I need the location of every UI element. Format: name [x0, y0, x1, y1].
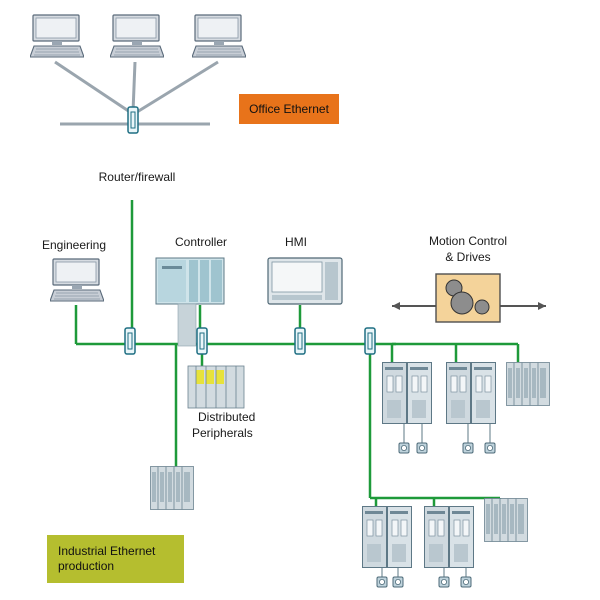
distributed-peripherals-icon[interactable] [187, 365, 245, 409]
hmi-panel-icon[interactable] [267, 257, 343, 305]
motor-1-icon[interactable] [398, 442, 410, 454]
router-firewall-icon[interactable] [127, 106, 139, 134]
office-pc-3-icon[interactable] [192, 14, 246, 58]
io-module-lower-icon[interactable] [150, 466, 194, 510]
controller-plc-icon[interactable] [155, 257, 225, 347]
io-module-right-upper-icon[interactable] [506, 362, 550, 406]
office-ethernet-tag: Office Ethernet [239, 94, 339, 124]
motion-control-icon[interactable] [392, 273, 546, 323]
hmi-label: HMI [285, 235, 307, 249]
industrial-ethernet-label-line-1: Industrial Ethernet [58, 544, 156, 558]
router-firewall-label: Router/firewall [99, 170, 176, 184]
motion-control-label-line-2: & Drives [445, 250, 490, 264]
motor-3-icon[interactable] [462, 442, 474, 454]
servo-drive-2-icon[interactable] [446, 362, 496, 424]
io-module-right-lower-icon[interactable] [484, 498, 528, 542]
industrial-ethernet-label-line-2: production [58, 559, 115, 573]
servo-drive-3-icon[interactable] [362, 506, 412, 568]
industrial-ethernet-tag: Industrial Ethernet production [47, 535, 184, 583]
motion-control-label-line-1: Motion Control [429, 234, 507, 248]
engineering-label: Engineering [42, 238, 106, 252]
office-ethernet-label: Office Ethernet [249, 102, 329, 116]
switch-drives-icon[interactable] [364, 327, 376, 355]
office-pc-2-icon[interactable] [110, 14, 164, 58]
motor-6-icon[interactable] [392, 576, 404, 588]
peripherals-label-line-2: Peripherals [192, 426, 253, 440]
motor-4-icon[interactable] [484, 442, 496, 454]
motor-8-icon[interactable] [460, 576, 472, 588]
peripherals-label-line-1: Distributed [198, 410, 255, 424]
motor-5-icon[interactable] [376, 576, 388, 588]
controller-label: Controller [175, 235, 227, 249]
motor-7-icon[interactable] [438, 576, 450, 588]
office-pc-1-icon[interactable] [30, 14, 84, 58]
switch-engineering-icon[interactable] [124, 327, 136, 355]
switch-controller-icon[interactable] [196, 327, 208, 355]
switch-hmi-icon[interactable] [294, 327, 306, 355]
engineering-pc-icon[interactable] [50, 258, 104, 302]
servo-drive-4-icon[interactable] [424, 506, 474, 568]
servo-drive-1-icon[interactable] [382, 362, 432, 424]
motor-2-icon[interactable] [416, 442, 428, 454]
